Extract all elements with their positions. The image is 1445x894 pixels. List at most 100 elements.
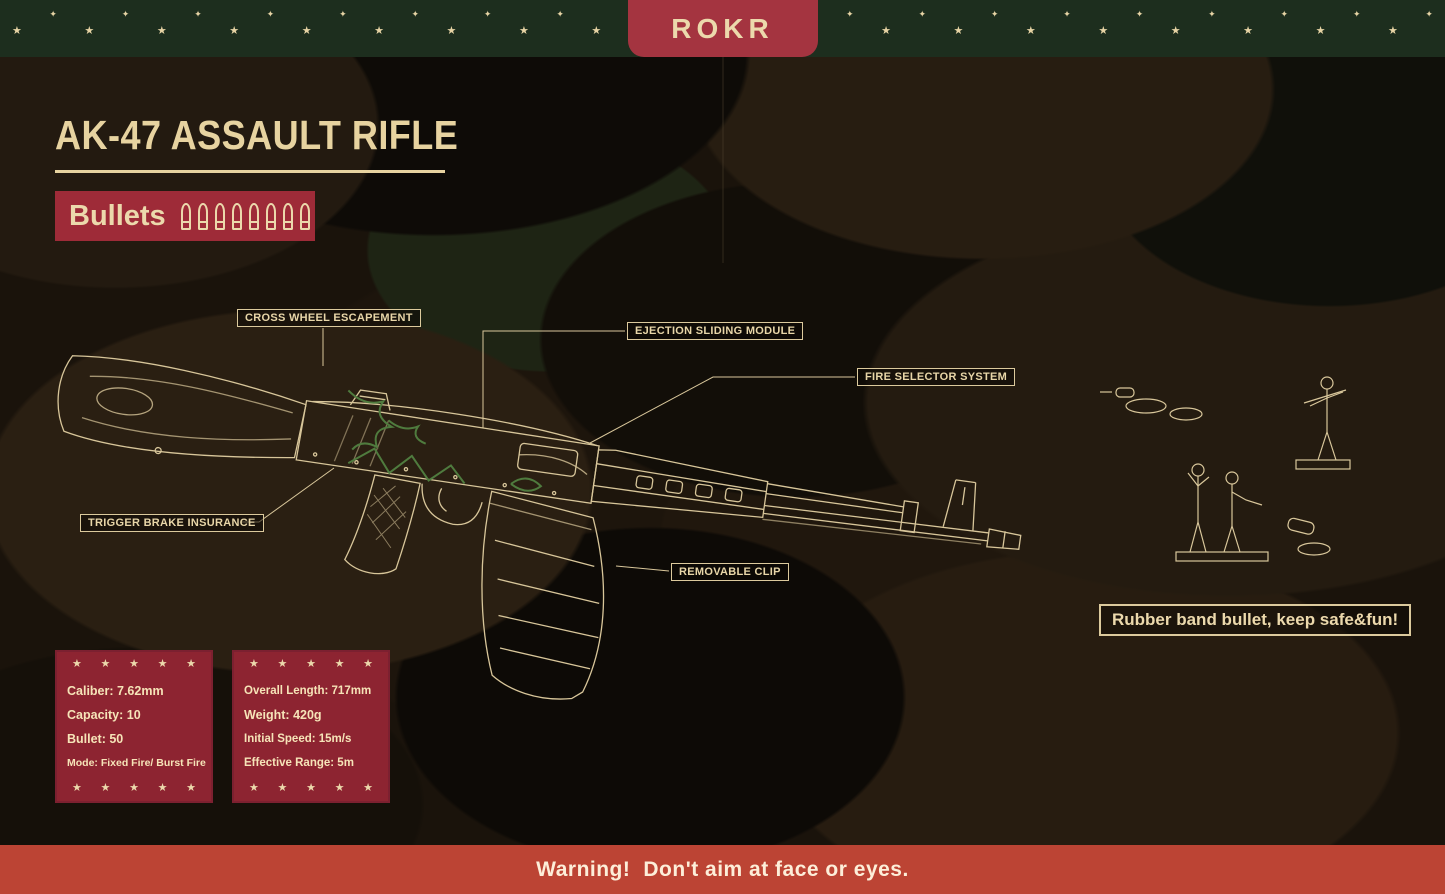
star-icon: ★ <box>157 782 168 794</box>
star-icon: ★ <box>1025 25 1036 37</box>
flying-bullet-icon <box>1100 387 1203 421</box>
star-icon: ★ <box>881 25 891 37</box>
bullet-icon <box>299 202 310 230</box>
star-icon: ✦ <box>1063 9 1071 19</box>
part-label-trigger-brake-insurance: TRIGGER BRAKE INSURANCE <box>80 514 264 532</box>
card-star-row: ★ ★ ★ ★ ★ <box>234 659 388 670</box>
bullets-badge: Bullets <box>55 191 315 241</box>
star-icon: ★ <box>363 658 373 670</box>
star-icon: ★ <box>518 25 529 37</box>
spec-line: Capacity: 10 <box>67 707 141 722</box>
star-icon: ★ <box>374 25 384 37</box>
spec-card-dimensions: ★ ★ ★ ★ ★ Overall Length: 717mm Weight: 420g… <box>232 650 390 803</box>
connector-lines <box>240 328 855 572</box>
star-icon: ✦ <box>556 9 564 19</box>
star-icon: ✦ <box>339 9 347 19</box>
star-icon: ★ <box>186 782 196 794</box>
star-icon: ★ <box>363 782 373 794</box>
star-icon: ★ <box>186 658 196 670</box>
target-figures <box>1100 376 1351 562</box>
rokr-brand-badge: ROKR <box>627 0 818 57</box>
bullet-icon <box>265 202 276 230</box>
card-star-row: ★ ★ ★ ★ ★ <box>57 783 211 794</box>
star-icon: ✦ <box>483 9 492 19</box>
star-icon: ★ <box>301 25 312 37</box>
star-icon: ★ <box>72 782 82 794</box>
page-title: AK-47 ASSAULT RIFLE <box>55 112 459 158</box>
star-icon: ★ <box>100 658 111 670</box>
bullet-icons-row <box>180 202 310 230</box>
star-icon: ✦ <box>411 9 420 19</box>
star-icon: ★ <box>1170 25 1181 37</box>
star-icon: ✦ <box>1425 9 1433 19</box>
bullet-target-icon <box>1287 517 1331 556</box>
star-icon: ★ <box>157 658 168 670</box>
part-label-ejection-sliding-module: EJECTION SLIDING MODULE <box>627 322 804 340</box>
bullet-icon <box>231 202 242 230</box>
star-icon: ✦ <box>266 9 275 19</box>
star-icon: ★ <box>334 658 345 670</box>
star-icon: ★ <box>129 658 139 670</box>
bullet-icon <box>180 202 191 230</box>
star-icon: ✦ <box>1135 9 1144 19</box>
star-icon: ★ <box>277 658 288 670</box>
bullet-icon <box>214 202 225 230</box>
spec-line: Mode: Fixed Fire/ Burst Fire <box>67 756 206 769</box>
star-icon: ★ <box>334 782 345 794</box>
warning-bar: Warning! Don't aim at face or eyes. <box>0 845 1445 894</box>
rubber-bands <box>347 389 543 492</box>
spec-line: Overall Length: 717mm <box>244 684 372 697</box>
spec-line: Bullet: 50 <box>67 731 124 746</box>
spec-line: Effective Range: 5m <box>244 756 354 769</box>
star-icon: ✦ <box>1352 9 1361 19</box>
star-icon: ★ <box>100 782 111 794</box>
star-icon: ★ <box>156 25 167 37</box>
star-icon: ★ <box>229 25 240 37</box>
card-star-row: ★ ★ ★ ★ ★ <box>234 783 388 794</box>
bullets-label: Bullets <box>69 199 166 232</box>
star-icon: ★ <box>306 658 316 670</box>
star-icon: ✦ <box>1208 9 1216 19</box>
soldier-figure-right <box>1295 376 1351 470</box>
star-icon: ★ <box>249 658 259 670</box>
star-icon: ★ <box>306 782 316 794</box>
part-label-cross-wheel-escapement: CROSS WHEEL ESCAPEMENT <box>237 309 421 327</box>
star-icon: ★ <box>1315 25 1326 37</box>
star-icon: ★ <box>129 782 139 794</box>
spec-card-fire: ★ ★ ★ ★ ★ Caliber: 7.62mm Capacity: 10 Bulle… <box>55 650 213 803</box>
part-label-removable-clip: REMOVABLE CLIP <box>671 563 789 581</box>
spec-line: Initial Speed: 15m/s <box>244 732 352 745</box>
star-icon: ✦ <box>194 9 202 19</box>
star-icon: ✦ <box>121 9 130 19</box>
bullet-icon <box>282 202 293 230</box>
star-icon: ★ <box>591 25 602 37</box>
star-icon: ★ <box>249 782 259 794</box>
star-icon: ★ <box>953 25 964 37</box>
star-icon: ✦ <box>49 9 57 19</box>
star-icon: ✦ <box>918 9 926 19</box>
star-icon: ★ <box>1243 25 1254 37</box>
spec-lines: Overall Length: 717mm Weight: 420g Initi… <box>234 677 388 777</box>
safety-note: Rubber band bullet, keep safe&fun! <box>1099 604 1412 636</box>
spec-line: Weight: 420g <box>244 707 322 722</box>
bullet-icon <box>197 202 208 230</box>
star-icon: ★ <box>277 782 288 794</box>
star-icon: ★ <box>1098 25 1109 37</box>
card-star-row: ★ ★ ★ ★ ★ <box>57 659 211 670</box>
star-icon: ★ <box>1388 25 1398 37</box>
bullet-icon <box>248 202 259 230</box>
warning-message: Don't aim at face or eyes. <box>643 857 909 881</box>
star-icon: ✦ <box>1280 9 1289 19</box>
star-icon: ★ <box>72 658 82 670</box>
star-icon: ★ <box>446 25 457 37</box>
title-underline <box>55 170 445 173</box>
star-icon: ✦ <box>846 9 854 19</box>
part-label-fire-selector-system: FIRE SELECTOR SYSTEM <box>857 368 1016 386</box>
soldier-figures-pair <box>1175 463 1269 562</box>
spec-line: Caliber: 7.62mm <box>67 683 164 698</box>
warning-prefix: Warning! <box>536 857 631 881</box>
brand-logo-text: ROKR <box>671 12 774 44</box>
spec-lines: Caliber: 7.62mm Capacity: 10 Bullet: 50 … <box>57 677 211 777</box>
star-icon: ★ <box>84 25 95 37</box>
star-icon: ★ <box>12 25 22 37</box>
